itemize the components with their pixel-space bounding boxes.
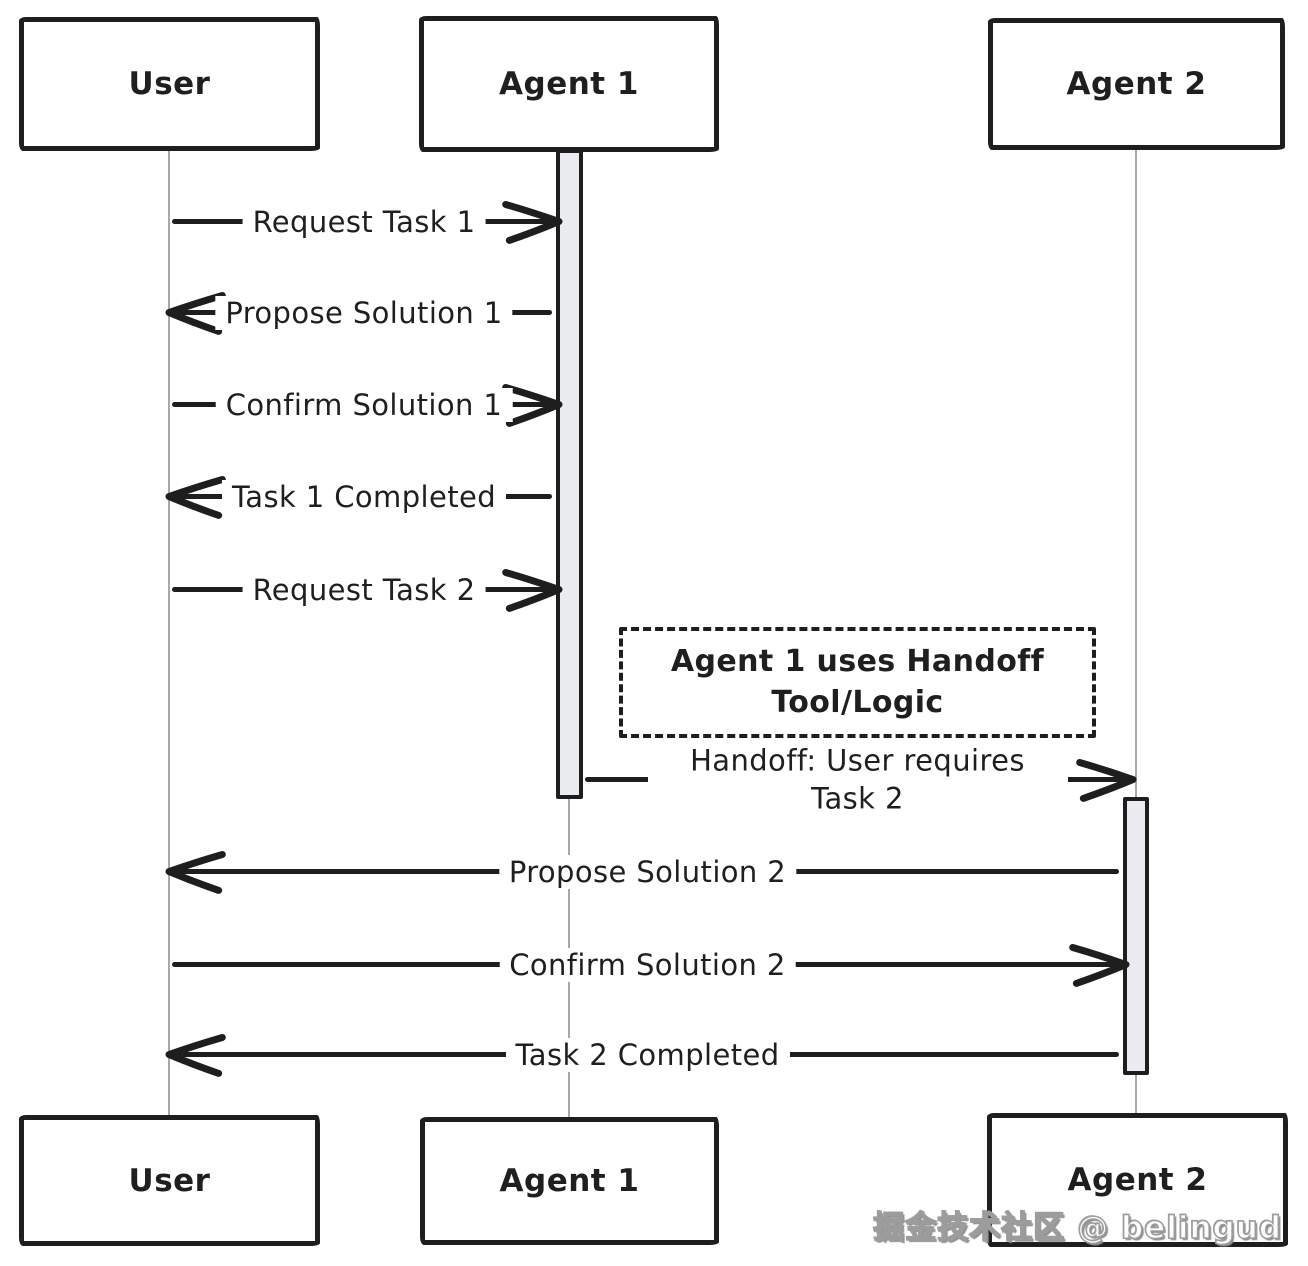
arrowhead-left-icon (165, 850, 226, 894)
arrowhead-right-icon (502, 383, 563, 427)
message-label-line-2: Task 2 (811, 782, 904, 816)
message-confirm-solution-1: Confirm Solution 1 (170, 382, 563, 428)
message-label: Request Task 1 (242, 205, 486, 239)
message-request-task-2: Request Task 2 (170, 567, 563, 613)
arrowhead-left-icon (165, 291, 226, 335)
watermark: 掘金技术社区 @ belingud (873, 1209, 1282, 1247)
arrowhead-left-icon (165, 475, 226, 519)
participant-agent1-top: Agent 1 (419, 16, 719, 152)
message-label: Task 1 Completed (221, 480, 507, 514)
participant-label: Agent 2 (1067, 1162, 1208, 1198)
activation-agent2 (1123, 797, 1149, 1075)
participant-label: Agent 1 (499, 1163, 640, 1199)
participant-agent2-top: Agent 2 (988, 18, 1285, 150)
arrowhead-right-icon (1076, 758, 1137, 802)
note-line-2: Tool/Logic (771, 684, 944, 720)
arrowhead-right-icon (1069, 943, 1130, 987)
message-label: Confirm Solution 2 (499, 948, 796, 982)
message-propose-solution-2: Propose Solution 2 (165, 849, 1125, 895)
message-label: Handoff: User requires Task 2 (647, 741, 1068, 819)
participant-user-bottom: User (19, 1115, 320, 1246)
message-request-task-1: Request Task 1 (170, 199, 563, 245)
message-label: Propose Solution 2 (498, 855, 797, 889)
message-task-2-completed: Task 2 Completed (165, 1032, 1125, 1078)
lifeline-user (168, 151, 170, 1115)
message-label: Propose Solution 1 (215, 296, 513, 330)
message-handoff-user-requires-task-2: Handoff: User requires Task 2 (583, 741, 1137, 819)
message-label: Task 2 Completed (505, 1038, 790, 1072)
participant-label: Agent 2 (1066, 66, 1207, 102)
lifeline-agent2 (1135, 150, 1137, 1115)
participant-label: User (128, 1162, 211, 1199)
arrowhead-right-icon (502, 200, 563, 244)
arrowhead-right-icon (502, 568, 563, 612)
participant-label: User (128, 66, 211, 102)
message-task-1-completed: Task 1 Completed (165, 474, 558, 520)
message-label: Confirm Solution 1 (215, 388, 513, 422)
participant-user-top: User (19, 17, 320, 151)
arrowhead-left-icon (165, 1033, 226, 1077)
message-propose-solution-1: Propose Solution 1 (165, 290, 558, 336)
message-label-line-1: Handoff: User requires (690, 743, 1025, 778)
message-confirm-solution-2: Confirm Solution 2 (170, 942, 1130, 988)
note-handoff-tool: Agent 1 uses Handoff Tool/Logic (619, 627, 1096, 738)
participant-agent1-bottom: Agent 1 (420, 1117, 719, 1245)
note-line-1: Agent 1 uses Handoff (670, 644, 1045, 679)
participant-label: Agent 1 (499, 66, 639, 102)
activation-agent1 (556, 149, 583, 799)
participant-agent2-bottom: Agent 2 (987, 1113, 1288, 1247)
message-label: Request Task 2 (242, 573, 486, 607)
